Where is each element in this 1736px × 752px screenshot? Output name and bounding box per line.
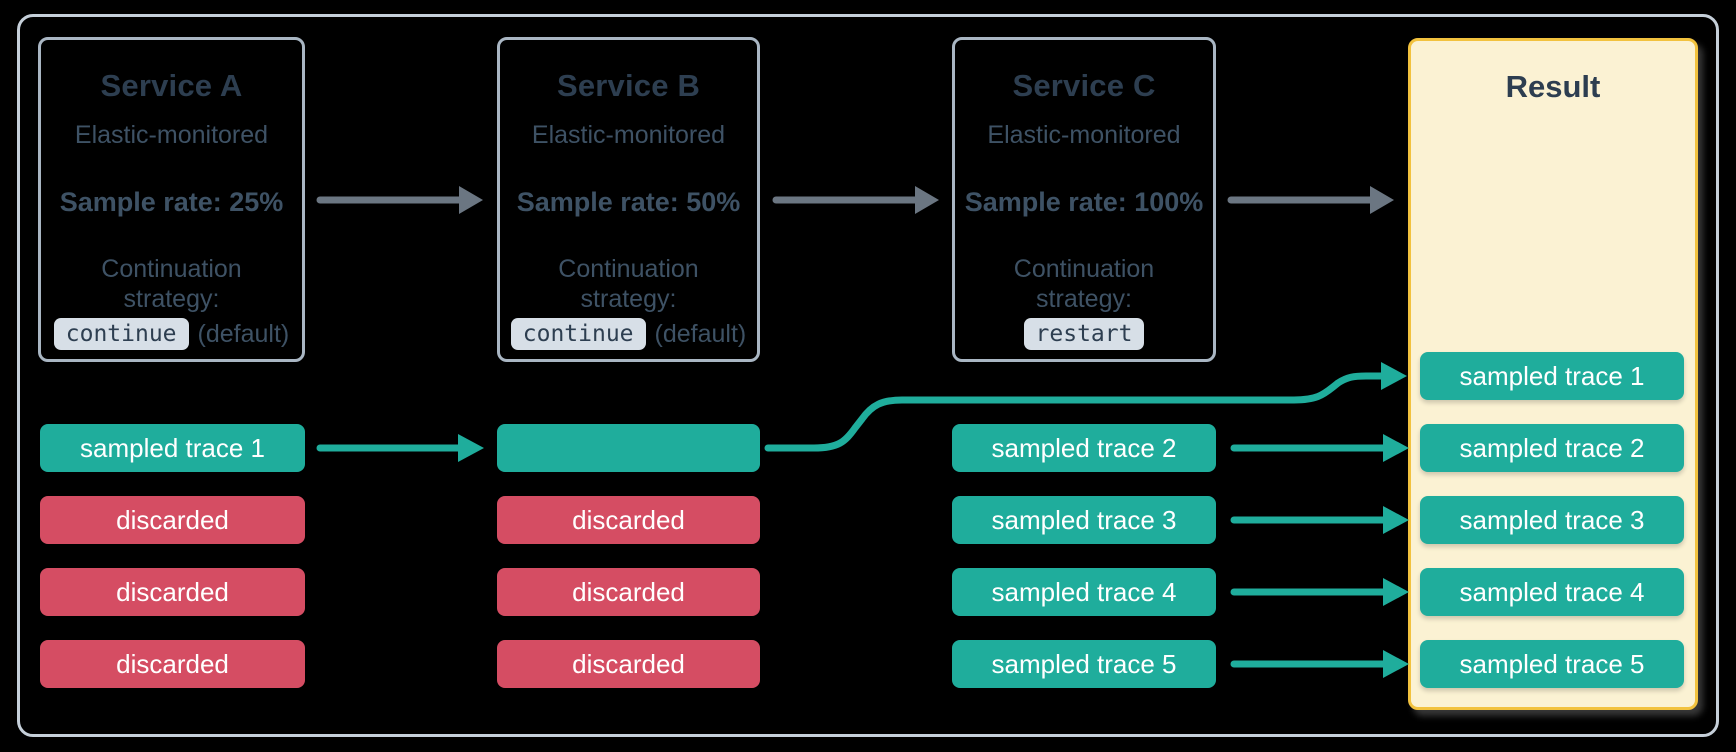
service-b-sample-rate: Sample rate: 50% [516, 187, 741, 217]
trace-pill: sampled trace 3 [952, 496, 1216, 544]
service-a-sample-rate: Sample rate: 25% [59, 187, 284, 217]
continuation-word: Continuation [558, 255, 699, 283]
service-a-title: Service A [100, 68, 243, 103]
trace-pill-unlabeled [497, 424, 760, 472]
discarded-pill: discarded [497, 640, 760, 688]
service-a-strategy-code-badge: continue [53, 318, 189, 350]
service-b-box: Service B Elastic-monitored Sample rate:… [497, 37, 760, 362]
result-trace-pill: sampled trace 2 [1420, 424, 1684, 472]
service-b-strategy-code-badge: continue [510, 318, 646, 350]
strategy-word: strategy: [123, 285, 220, 313]
result-trace-pill: sampled trace 1 [1420, 352, 1684, 400]
service-c-monitoring-label: Elastic-monitored [987, 121, 1181, 149]
service-a-continuation-label: Continuation strategy: [101, 254, 241, 314]
service-a-box: Service A Elastic-monitored Sample rate:… [38, 37, 305, 362]
result-trace-pill: sampled trace 4 [1420, 568, 1684, 616]
result-trace-pill: sampled trace 3 [1420, 496, 1684, 544]
service-b-strategy-row: continue (default) [510, 318, 747, 350]
strategy-word: strategy: [580, 285, 677, 313]
discarded-pill: discarded [497, 568, 760, 616]
continuation-word: Continuation [101, 255, 242, 283]
discarded-pill: discarded [40, 568, 305, 616]
continuation-word: Continuation [1013, 255, 1155, 283]
trace-pill: sampled trace 4 [952, 568, 1216, 616]
trace-pill: sampled trace 1 [40, 424, 305, 472]
service-b-title: Service B [556, 68, 701, 103]
service-c-sample-rate: Sample rate: 100% [964, 187, 1204, 217]
trace-pill: sampled trace 5 [952, 640, 1216, 688]
service-b-continuation-label: Continuation strategy: [558, 254, 698, 314]
service-c-strategy-row: restart [1023, 318, 1145, 350]
service-a-strategy-default-note: (default) [197, 319, 290, 348]
strategy-word: strategy: [1036, 285, 1132, 313]
service-c-strategy-code-badge: restart [1023, 318, 1145, 350]
service-a-monitoring-label: Elastic-monitored [74, 121, 269, 149]
service-b-strategy-default-note: (default) [654, 319, 747, 348]
result-title: Result [1505, 69, 1601, 104]
service-b-monitoring-label: Elastic-monitored [531, 121, 726, 149]
service-c-continuation-label: Continuation strategy: [1014, 254, 1154, 314]
service-c-box: Service C Elastic-monitored Sample rate:… [952, 37, 1216, 362]
diagram-outer-frame [17, 14, 1719, 737]
discarded-pill: discarded [40, 496, 305, 544]
discarded-pill: discarded [497, 496, 760, 544]
service-c-title: Service C [1012, 68, 1156, 103]
result-trace-pill: sampled trace 5 [1420, 640, 1684, 688]
service-a-strategy-row: continue (default) [53, 318, 290, 350]
discarded-pill: discarded [40, 640, 305, 688]
trace-pill: sampled trace 2 [952, 424, 1216, 472]
